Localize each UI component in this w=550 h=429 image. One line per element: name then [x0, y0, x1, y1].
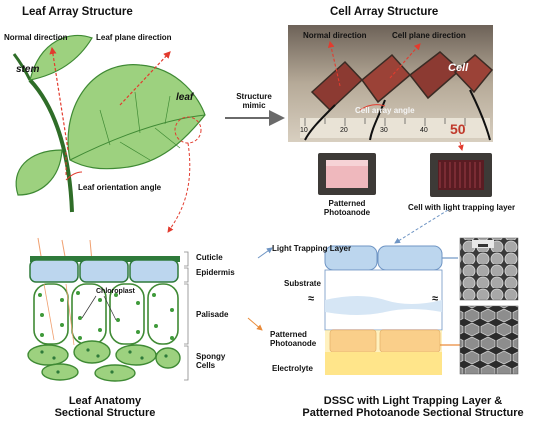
spongy-cells-line1: Spongy	[196, 352, 226, 361]
dssc-title-line2: Patterned Photoanode Sectional Structure	[302, 407, 524, 419]
leaf-label: leaf	[176, 92, 194, 103]
epidermis-cell	[29, 259, 79, 283]
epidermis-cell	[79, 259, 129, 283]
ruler-mark: 10	[300, 127, 308, 134]
cell-plane-direction-label: Cell plane direction	[392, 31, 466, 40]
leaf-array-title: Leaf Array Structure	[22, 6, 133, 18]
spongy-cell	[73, 340, 111, 364]
stem-shape	[28, 78, 74, 213]
structure-mimic-line2: mimic	[242, 101, 266, 110]
spongy-cell	[41, 363, 79, 381]
light-trapping-cell-photo	[430, 153, 492, 197]
substrate-label: Substrate	[284, 279, 321, 288]
spongy-cell	[115, 344, 157, 366]
leaf-normal-arrow	[49, 46, 69, 151]
break-mark-right: ≈	[432, 293, 439, 305]
spongy-cell	[155, 347, 181, 369]
cell-array-title: Cell Array Structure	[330, 6, 439, 18]
spongy-cell	[27, 344, 69, 366]
cell-with-light-trapping-caption: Cell with light trapping layer	[408, 203, 516, 212]
spongy-cells-line2: Cells	[196, 361, 216, 370]
left-leaf-shape	[15, 149, 63, 196]
leaf-anatomy-drawing	[27, 237, 189, 382]
leaf-anatomy-title-line1: Leaf Anatomy	[68, 395, 142, 407]
palisade-cell	[109, 283, 145, 345]
epidermis-label: Epidermis	[196, 268, 235, 277]
leaf-array-drawing	[12, 34, 206, 233]
spongy-cells-label: Spongy Cells	[196, 352, 225, 370]
main-leaf-shape	[67, 64, 206, 170]
leaf-plane-direction-label: Leaf plane direction	[96, 33, 172, 42]
dssc-section-drawing	[247, 209, 463, 375]
cell-array-angle-label: Cell array angle	[355, 106, 415, 115]
light-trapping-dome	[377, 245, 443, 271]
patterned-photoanode-photo	[318, 153, 376, 195]
leaf-anatomy-title: Leaf Anatomy Sectional Structure	[40, 395, 170, 419]
dssc-patterned-line2: Photoanode	[270, 339, 317, 348]
ruler-mark: 40	[420, 127, 428, 134]
patterned-photoanode-caption: Patterned Photoanode	[318, 199, 376, 217]
leaf-plane-arrow	[119, 51, 171, 106]
spongy-cell	[94, 364, 136, 382]
break-mark-left: ≈	[308, 293, 315, 305]
chloroplast-label: Chloroplast	[96, 288, 135, 295]
epidermis-cell	[129, 259, 179, 283]
ruler-mark: 30	[380, 127, 388, 134]
palisade-cell	[147, 283, 179, 345]
cell-normal-direction-label: Normal direction	[303, 31, 367, 40]
sem-image-top	[459, 237, 519, 301]
dssc-title-line1: DSSC with Light Trapping Layer &	[323, 395, 503, 407]
electrolyte-label: Electrolyte	[272, 364, 313, 373]
dssc-title: DSSC with Light Trapping Layer & Pattern…	[282, 395, 544, 419]
stem-label: stem	[16, 64, 40, 75]
palisade-cell	[33, 283, 69, 345]
patterned-photoanode-caption-line2: Photoanode	[323, 208, 371, 217]
palisade-label: Palisade	[196, 310, 229, 319]
leaf-normal-direction-label: Normal direction	[4, 33, 68, 42]
ruler-mark: 50	[450, 121, 466, 137]
ruler-mark: 20	[340, 127, 348, 134]
dssc-patterned-line1: Patterned	[270, 330, 307, 339]
leaf-orientation-angle-label: Leaf orientation angle	[78, 183, 162, 192]
cell-array-photo	[288, 25, 494, 142]
structure-mimic-label: Structure mimic	[226, 92, 282, 110]
patterned-photoanode-caption-line1: Patterned	[328, 199, 366, 208]
cuticle-label: Cuticle	[196, 253, 223, 262]
cell-label: Cell	[448, 62, 469, 74]
dssc-patterned-photoanode-label: Patterned Photoanode	[270, 330, 316, 348]
sem-image-bottom	[459, 305, 519, 375]
structure-mimic-line1: Structure	[236, 92, 272, 101]
upper-leaf-shape	[29, 34, 93, 81]
leaf-anatomy-title-line2: Sectional Structure	[54, 407, 156, 419]
light-trapping-layer-label: Light Trapping Layer	[272, 244, 352, 253]
